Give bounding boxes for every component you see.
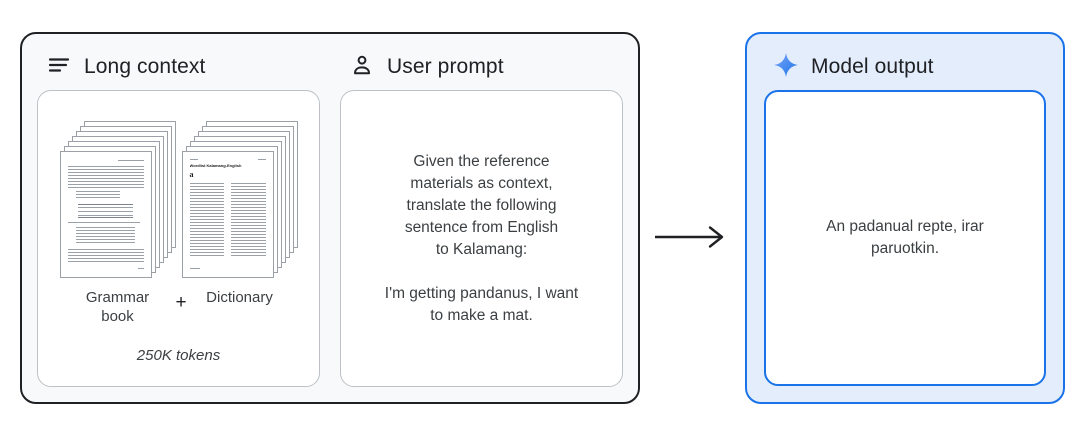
model-output-panel: Model output An padanual repte, irar par… [745,32,1065,404]
prompt-sentence: I'm getting pandanus, I want to make a m… [384,284,579,324]
text-column [189,183,224,257]
token-count-caption: 250K tokens [136,346,221,364]
lines-icon [47,53,71,82]
prompt-instruction: Given the reference materials as context… [404,152,559,258]
example-block [75,227,135,245]
dictionary-page-title: Wordlist Kalamang-English [189,164,242,168]
dictionary-label: Dictionary [206,289,273,306]
user-prompt-header: User prompt [340,44,623,90]
dictionary-page: Wordlist Kalamang-English a [181,151,274,278]
user-prompt-card: Given the reference materials as context… [340,90,623,387]
grammar-book-stack [59,121,176,279]
page-footer [189,268,200,269]
long-context-column: Long context [37,44,320,387]
document-stacks: Wordlist Kalamang-English a [59,121,298,279]
text-line [67,222,141,223]
model-output-header: Model output [764,44,1046,90]
user-prompt-column: User prompt Given the reference material… [340,44,623,387]
dictionary-columns [189,183,266,257]
plus-sign: + [175,292,187,313]
dictionary-stack: Wordlist Kalamang-English a [181,121,298,279]
long-context-title: Long context [84,55,206,78]
input-panel: Long context [20,32,640,404]
model-output-card: An padanual repte, irar paruotkin. [764,90,1046,386]
dictionary-section-letter: a [189,170,194,179]
grammar-book-label: Grammar book [85,289,150,325]
grammar-page [59,151,152,278]
user-prompt-title: User prompt [387,55,504,78]
document-labels: Grammar book + Dictionary [60,289,298,327]
text-block [67,249,144,262]
text-block [67,166,144,188]
long-context-header: Long context [37,44,320,90]
sparkle-icon [774,52,798,82]
example-block [75,191,120,200]
long-context-card: Wordlist Kalamang-English a Grammar book… [37,90,320,387]
table-block [78,204,133,218]
page-running-head [189,159,266,160]
page-running-head [117,160,144,161]
page-number [137,268,144,269]
text-column [231,183,266,257]
person-icon [350,53,374,82]
model-output-title: Model output [811,55,934,78]
arrow-right-icon [652,224,728,255]
